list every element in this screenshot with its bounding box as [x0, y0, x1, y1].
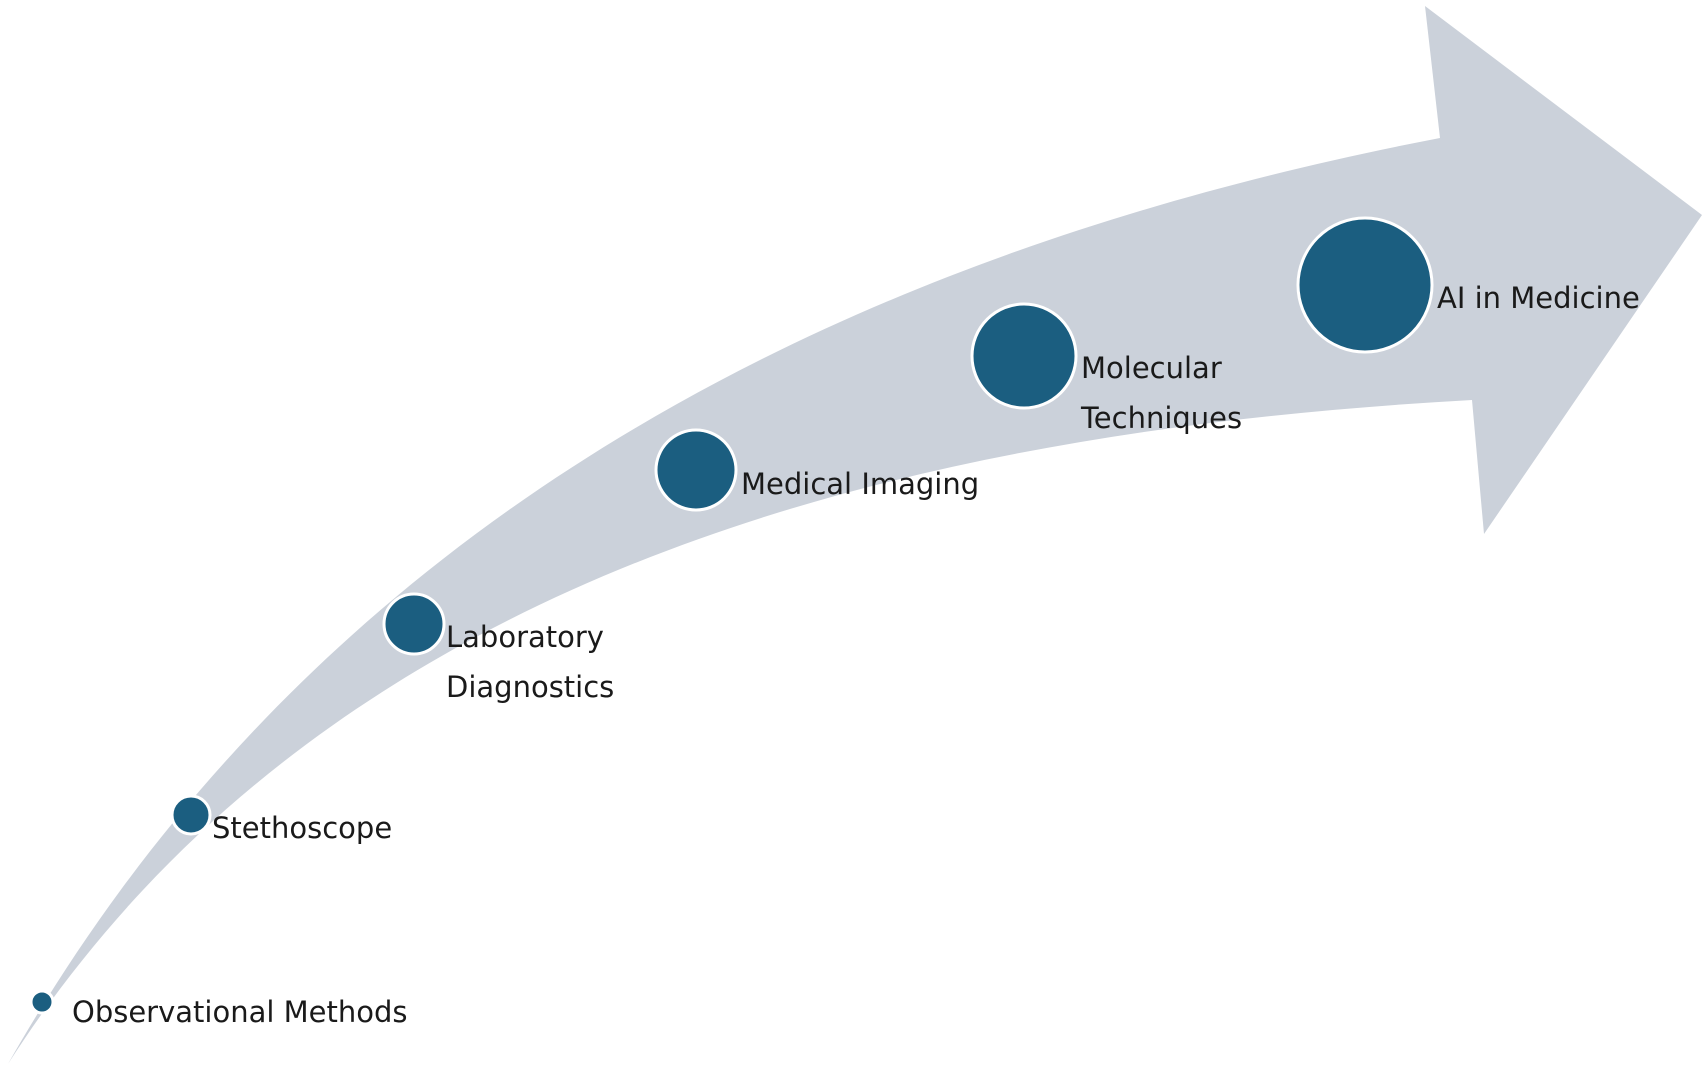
milestone-dot-laboratory — [382, 592, 446, 656]
milestone-dot-stethoscope — [170, 794, 212, 836]
milestone-stethoscope: Stethoscope — [170, 794, 392, 845]
milestone-dot-ai — [1296, 216, 1434, 354]
milestone-label-observational: Observational Methods — [72, 995, 408, 1029]
milestone-dot-imaging — [654, 428, 738, 512]
milestone-label-molecular: Techniques — [1080, 401, 1242, 435]
milestone-label-imaging: Medical Imaging — [741, 467, 979, 501]
curved-progress-arrow — [8, 6, 1702, 1064]
milestone-label-ai: AI in Medicine — [1437, 281, 1640, 315]
milestone-label-molecular: Molecular — [1081, 351, 1222, 385]
milestone-ai: AI in Medicine — [1296, 216, 1640, 354]
milestone-imaging: Medical Imaging — [654, 428, 979, 512]
milestone-group: Observational Methods Stethoscope Laborato… — [29, 216, 1640, 1029]
milestone-dot-molecular — [970, 302, 1078, 410]
milestone-label-laboratory: Laboratory — [446, 620, 604, 654]
milestone-observational: Observational Methods — [29, 989, 408, 1029]
milestone-label-laboratory: Diagnostics — [446, 670, 614, 704]
milestone-dot-observational — [29, 989, 55, 1015]
milestone-label-stethoscope: Stethoscope — [212, 811, 392, 845]
